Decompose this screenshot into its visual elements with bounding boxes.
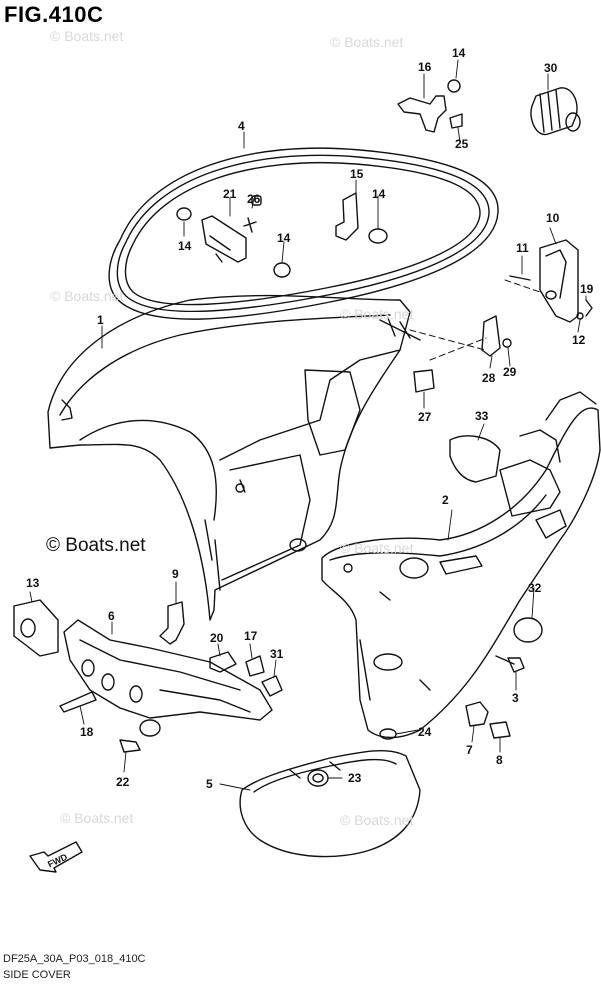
watermark: © Boats.net — [60, 810, 134, 826]
watermark: © Boats.net — [50, 288, 124, 304]
callout-12: 12 — [572, 333, 586, 347]
figure-title: FIG.410C — [4, 2, 104, 27]
bolt-3-part — [495, 655, 525, 673]
callout-5: 5 — [206, 777, 213, 791]
drawing-code: DF25A_30A_P03_018_410C — [3, 953, 146, 965]
fwd-arrow-icon — [29, 841, 83, 873]
clip-9-part — [159, 601, 185, 645]
callout-18: 18 — [80, 725, 94, 739]
part-33 — [449, 435, 501, 483]
callout-28: 28 — [482, 371, 496, 385]
callout-30: 30 — [544, 61, 558, 75]
pin-part — [509, 275, 531, 281]
callout-10: 10 — [546, 211, 560, 225]
callout-16: 16 — [418, 60, 432, 74]
watermark: © Boats.net — [340, 540, 414, 556]
inner-brackets — [176, 192, 388, 278]
callout-6: 6 — [108, 609, 115, 623]
section-name: SIDE COVER — [3, 969, 71, 981]
watermark: © Boats.net — [330, 34, 404, 50]
part-13 — [13, 599, 59, 657]
bracket-16-part — [397, 79, 463, 133]
callout-3: 3 — [512, 691, 519, 705]
callout-4: 4 — [238, 119, 245, 133]
upper-side-cover-part — [47, 294, 421, 621]
bushing-near-22 — [139, 719, 161, 737]
callout-14: 14 — [277, 231, 291, 245]
grommet-part — [530, 87, 581, 136]
panel-5-part — [239, 750, 421, 858]
callout-33: 33 — [475, 409, 489, 423]
clip-part — [585, 299, 593, 317]
callout-9: 9 — [172, 567, 179, 581]
part-23 — [312, 773, 324, 783]
callout-32: 32 — [528, 581, 542, 595]
leader-lines-dashed — [409, 279, 541, 361]
callout-7: 7 — [466, 743, 473, 757]
leader-lines — [29, 59, 587, 791]
washer-part — [576, 312, 584, 320]
callout-19: 19 — [580, 282, 594, 296]
callout-14: 14 — [372, 187, 386, 201]
callout-1: 1 — [97, 313, 104, 327]
bolt-22-part — [119, 739, 141, 753]
bushing-7-part — [465, 701, 489, 727]
callout-15: 15 — [350, 167, 364, 181]
callout-26: 26 — [247, 192, 261, 206]
callout-8: 8 — [496, 753, 503, 767]
lower-side-cover-part — [321, 391, 601, 739]
watermark: © Boats.net — [340, 812, 414, 828]
callout-14: 14 — [178, 239, 192, 253]
callout-11: 11 — [516, 241, 529, 255]
seal-ring-part — [108, 147, 499, 320]
callout-2: 2 — [442, 493, 449, 507]
watermark: © Boats.net — [50, 28, 124, 44]
lower-bracket-6-part — [63, 619, 273, 721]
part-18 — [59, 691, 97, 713]
callout-31: 31 — [270, 647, 284, 661]
callout-13: 13 — [26, 576, 40, 590]
callout-20: 20 — [210, 631, 224, 645]
callout-21: 21 — [223, 187, 237, 201]
watermark-prominent: © Boats.net — [46, 535, 146, 556]
hinge-bracket-part — [539, 239, 579, 323]
callout-29: 29 — [503, 365, 517, 379]
callout-27: 27 — [418, 410, 432, 424]
small-bracket-part — [481, 315, 512, 357]
callout-25: 25 — [455, 137, 469, 151]
callout-24: 24 — [418, 725, 432, 739]
callout-22: 22 — [116, 775, 130, 789]
callout-14: 14 — [452, 46, 466, 60]
bolt-8-part — [489, 721, 511, 739]
callout-23: 23 — [348, 771, 362, 785]
plug-32-part — [513, 617, 543, 643]
part-20 — [209, 651, 237, 673]
part-17 — [245, 655, 265, 677]
clip-27-part — [413, 369, 435, 393]
callout-17: 17 — [244, 629, 258, 643]
watermark: © Boats.net — [340, 306, 414, 322]
part-31 — [261, 675, 283, 697]
